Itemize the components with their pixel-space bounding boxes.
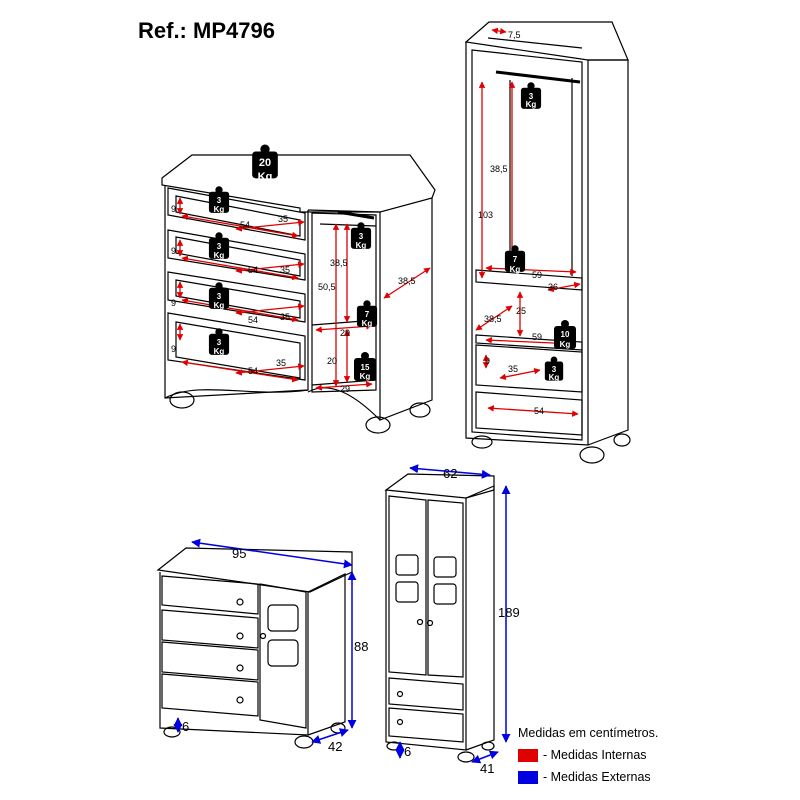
legend-internal-swatch: [518, 748, 538, 762]
dim-wardrobe-foot: 6: [404, 744, 411, 759]
dim-dresser-foot: 6: [182, 719, 189, 734]
wardrobe-external-dimensions: [395, 464, 511, 764]
svg-text:10: 10: [561, 330, 570, 339]
svg-text:Kg: Kg: [356, 241, 367, 250]
svg-text:3: 3: [529, 92, 534, 101]
hanging-rod-wardrobe: [495, 70, 581, 84]
dresser-external-view: [156, 547, 353, 749]
dim-lower-shelf-depth: 38,5: [484, 314, 502, 324]
dim-drawer-width: 54: [534, 406, 544, 416]
weight-icon-bottom: 15 Kg: [354, 352, 376, 381]
dim-wardrobe-width: 62: [443, 466, 457, 481]
dresser-external-dimensions: [173, 538, 357, 744]
svg-text:Kg: Kg: [510, 265, 521, 274]
legend-header: Medidas em centímetros.: [518, 726, 659, 740]
reference-title: Ref.: MP4796: [138, 18, 275, 43]
weight-icon-drawer-1: 3 Kg: [208, 186, 230, 214]
dim-dresser-depth: 42: [328, 739, 342, 754]
legend-external-label: - Medidas Externas: [543, 770, 651, 784]
dim-drawer-height-3: 9: [171, 298, 176, 308]
dim-compartment-height-upper: 38,5: [330, 258, 348, 268]
weight-icon-top: 20 Kg: [252, 144, 278, 183]
dim-drawer-width-4: 54: [248, 366, 258, 376]
weight-icon-shelf: 7 Kg: [356, 300, 378, 328]
legend-internal: - Medidas Internas: [518, 744, 658, 766]
dim-drawer-height-4: 9: [171, 344, 176, 354]
dim-lower-shelf-height: 25: [516, 306, 526, 316]
svg-text:20: 20: [259, 157, 271, 169]
svg-text:3: 3: [552, 365, 557, 374]
weight-icon-wardrobe-lower-shelf: 10 Kg: [554, 320, 576, 349]
dim-lower-shelf-width: 59: [532, 332, 542, 342]
svg-text:3: 3: [217, 338, 222, 347]
legend-external: - Medidas Externas: [518, 766, 658, 788]
dim-dresser-height: 88: [354, 639, 368, 654]
legend-external-swatch: [518, 770, 538, 784]
dim-compartment-width-upper: 29: [340, 328, 350, 338]
svg-text:15: 15: [361, 363, 370, 372]
svg-text:Kg: Kg: [258, 171, 273, 183]
dim-drawer-width-2: 54: [248, 265, 258, 275]
hanging-rod-dresser: [337, 210, 375, 220]
weight-icon-wardrobe-shelf: 7 Kg: [504, 245, 526, 274]
wardrobe-internal-labels: 7,5 38,5 103 59 36 25 38,5 59 9 35 54: [478, 30, 558, 416]
dim-wardrobe-height: 189: [498, 605, 520, 620]
svg-text:Kg: Kg: [214, 347, 225, 356]
dim-drawer-height-2: 9: [171, 246, 176, 256]
dim-drawer-depth: 35: [508, 364, 518, 374]
dresser-internal-labels: 9 9 9 9 54 54 54 54 35 35 35 35 38,5 50,…: [171, 204, 416, 394]
dim-drawer-height: 9: [485, 356, 490, 366]
weight-icon-wardrobe-rod: 3 Kg: [520, 82, 542, 109]
dim-drawer-depth-3: 35: [280, 312, 290, 322]
dim-compartment-depth: 38,5: [398, 276, 416, 286]
weight-icon-drawer-4: 3 Kg: [208, 328, 230, 356]
svg-text:Kg: Kg: [526, 100, 537, 109]
dim-drawer-height-1: 9: [171, 204, 176, 214]
svg-text:Kg: Kg: [214, 205, 225, 214]
svg-text:3: 3: [217, 292, 222, 301]
dim-shelf-width: 59: [532, 270, 542, 280]
dim-drawer-depth-1: 35: [278, 214, 288, 224]
dresser-internal-dimensions: [176, 197, 431, 391]
dim-top-depth: 7,5: [508, 30, 521, 40]
dresser-internal-view: [161, 154, 436, 434]
wardrobe-internal-view: [464, 21, 631, 464]
svg-text:Kg: Kg: [214, 301, 225, 310]
svg-text:7: 7: [365, 310, 370, 319]
svg-text:Kg: Kg: [360, 372, 371, 381]
weight-icon-wardrobe-drawer: 3 Kg: [544, 356, 564, 382]
dim-drawer-width-1: 54: [240, 220, 250, 230]
dim-dresser-width: 95: [232, 546, 246, 561]
dim-shelf-depth: 36: [548, 282, 558, 292]
weight-icon-drawer-3: 3 Kg: [208, 282, 230, 310]
dim-compartment-height-lower: 20: [327, 356, 337, 366]
dim-compartment-width-lower: 29: [340, 384, 350, 394]
dim-wardrobe-depth: 41: [480, 761, 494, 776]
svg-text:3: 3: [217, 242, 222, 251]
dim-hanging-height-total: 103: [478, 210, 493, 220]
svg-text:Kg: Kg: [362, 319, 373, 328]
svg-text:3: 3: [217, 196, 222, 205]
svg-text:Kg: Kg: [549, 373, 560, 382]
dim-compartment-height-total: 50,5: [318, 282, 336, 292]
svg-text:Kg: Kg: [560, 340, 571, 349]
weight-icon-drawer-2: 3 Kg: [208, 232, 230, 260]
wardrobe-external-view: [384, 473, 495, 763]
dim-drawer-depth-4: 35: [276, 358, 286, 368]
svg-text:7: 7: [513, 255, 518, 264]
svg-text:3: 3: [359, 232, 364, 241]
svg-text:Kg: Kg: [214, 251, 225, 260]
dim-drawer-depth-2: 35: [280, 265, 290, 275]
dim-hanging-height-upper: 38,5: [490, 164, 508, 174]
weight-icon-rod: 3 Kg: [350, 222, 372, 250]
dim-drawer-width-3: 54: [248, 315, 258, 325]
legend-internal-label: - Medidas Internas: [543, 748, 647, 762]
legend: Medidas em centímetros. - Medidas Intern…: [518, 726, 658, 788]
